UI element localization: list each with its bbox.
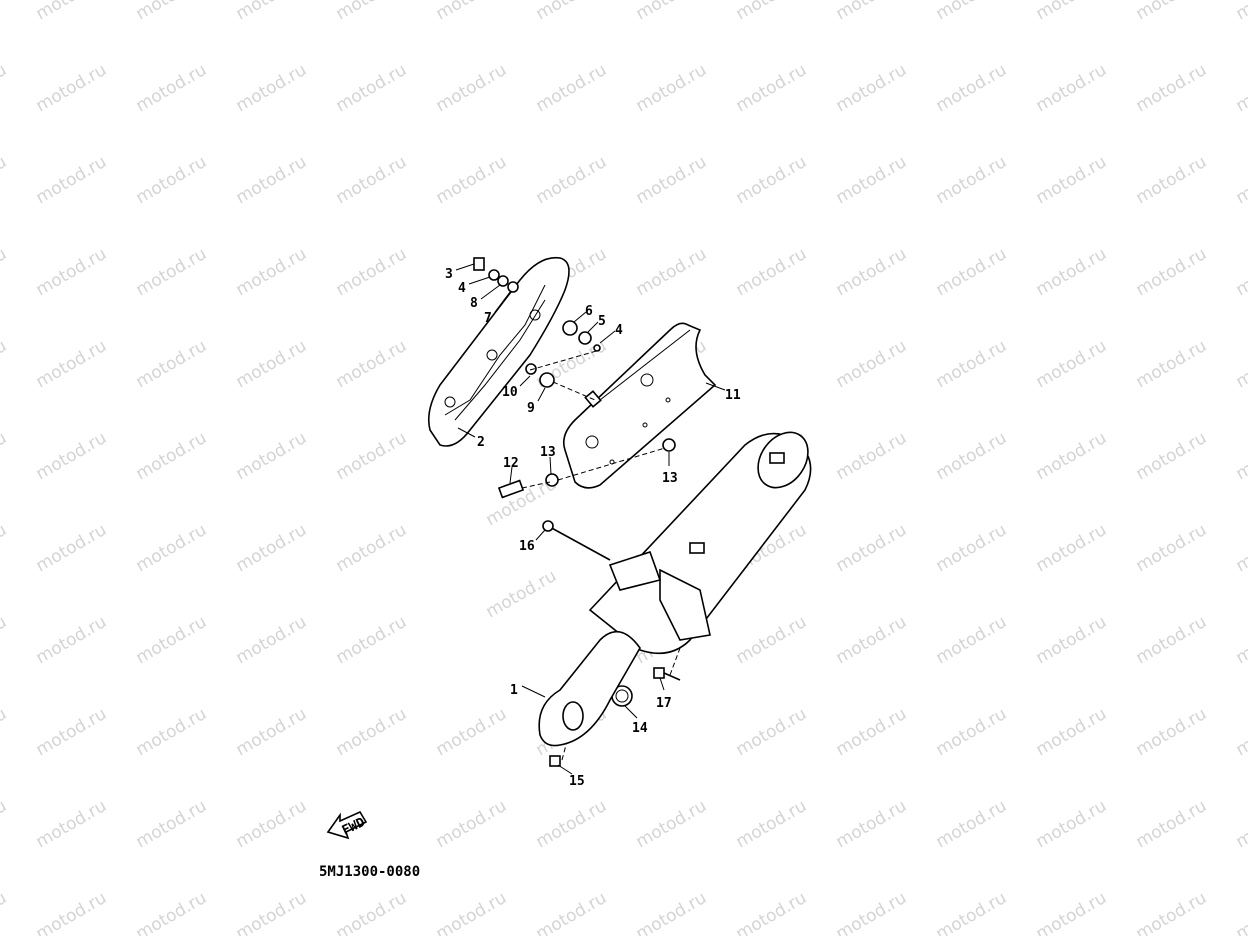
callout-16: 16 xyxy=(519,539,535,554)
callout-17: 17 xyxy=(656,696,672,711)
callout-6: 6 xyxy=(585,304,593,319)
callout-13b: 13 xyxy=(662,471,678,486)
muffler-part-1 xyxy=(538,431,812,747)
callout-9: 9 xyxy=(527,401,535,416)
callout-4b: 4 xyxy=(615,323,623,338)
callout-11: 11 xyxy=(725,388,741,403)
forward-direction-arrow: FWD xyxy=(326,810,368,840)
callout-numbers: 3 4 8 7 6 5 4 10 9 11 2 12 13 13 16 1 17… xyxy=(445,267,741,789)
leader-lines xyxy=(455,263,726,775)
callout-15: 15 xyxy=(569,774,585,789)
callout-4: 4 xyxy=(458,281,466,296)
callout-7: 7 xyxy=(484,311,492,326)
callout-3: 3 xyxy=(445,267,453,282)
callout-5: 5 xyxy=(598,314,606,329)
callout-10: 10 xyxy=(502,385,518,400)
callout-1: 1 xyxy=(510,683,518,698)
diagram-code: 5MJ1300-0080 xyxy=(319,864,420,880)
callout-12: 12 xyxy=(503,456,519,471)
callout-2: 2 xyxy=(477,435,485,450)
heat-shield-part-11 xyxy=(562,322,717,489)
callout-13a: 13 xyxy=(540,445,556,460)
callout-8: 8 xyxy=(470,296,478,311)
callout-14: 14 xyxy=(632,721,648,736)
heat-shield-part-2 xyxy=(427,256,570,447)
